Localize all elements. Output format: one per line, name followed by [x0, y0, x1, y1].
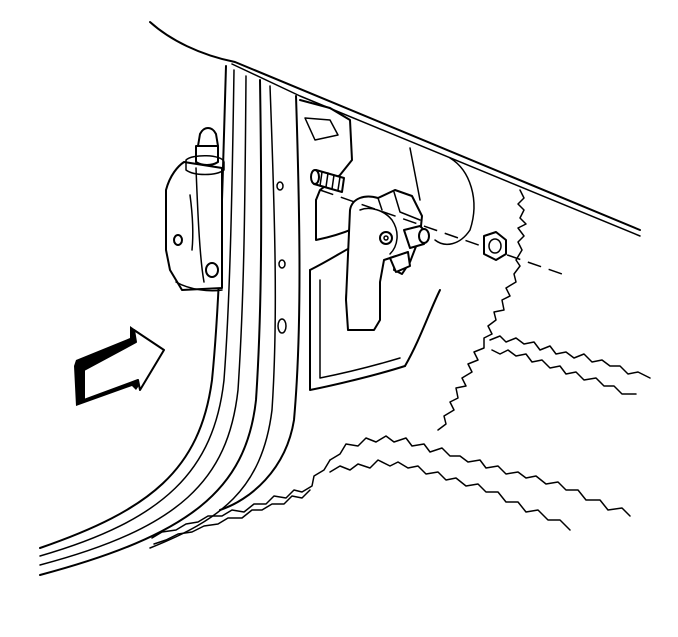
hinge-pin	[185, 127, 225, 176]
striker-stud	[310, 169, 345, 193]
nut	[483, 231, 507, 261]
cutaway-edge	[151, 189, 651, 545]
latch-bracket	[345, 189, 430, 331]
pillar-hole	[277, 318, 287, 334]
roof-edge	[149, 21, 641, 237]
body-panel	[299, 99, 475, 391]
direction-arrow	[74, 326, 165, 406]
door-hinge	[165, 161, 223, 292]
pillar-hole	[276, 181, 284, 191]
door-pillar	[39, 65, 301, 576]
pillar-hole	[278, 259, 286, 269]
